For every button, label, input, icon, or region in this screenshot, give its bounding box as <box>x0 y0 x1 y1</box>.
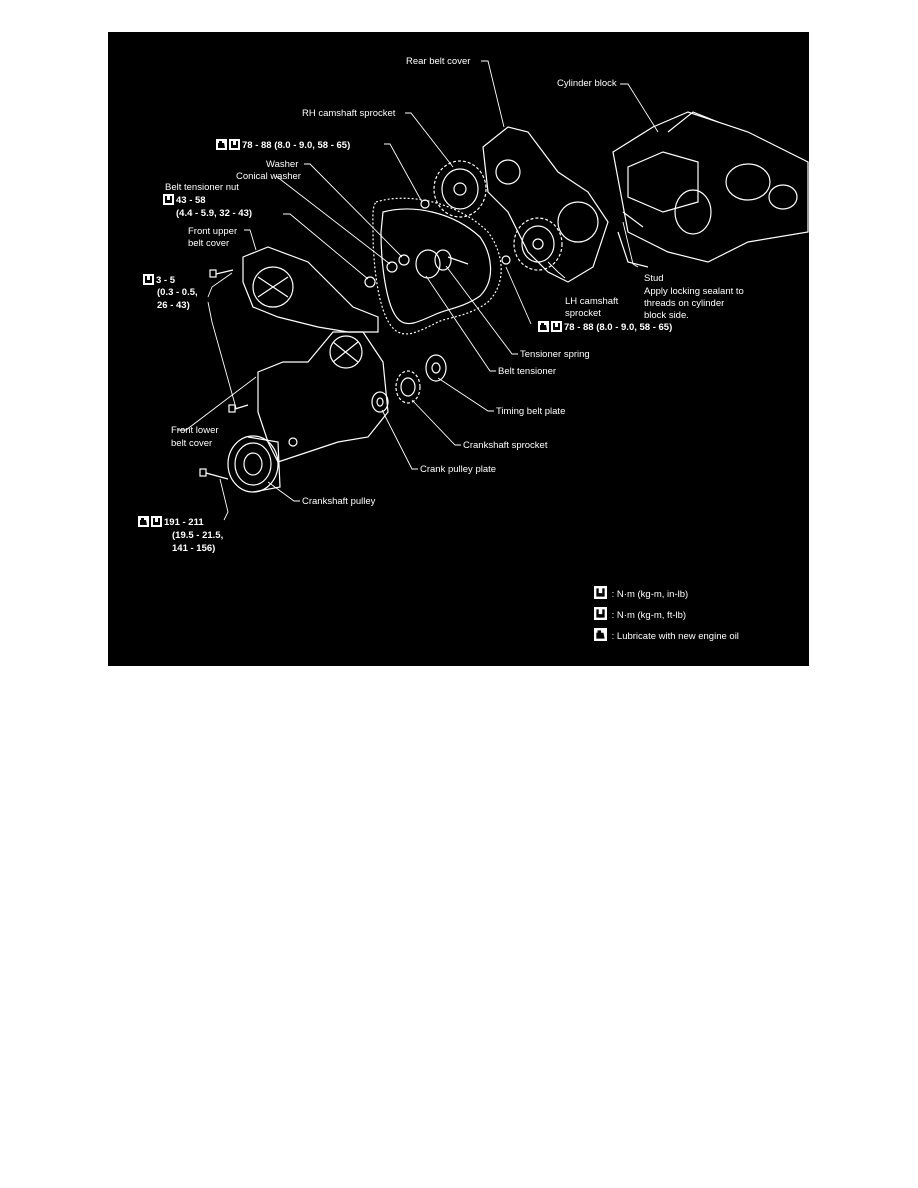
oil-can-icon <box>216 139 227 150</box>
label-crankshaft-pulley: Crankshaft pulley <box>302 496 376 507</box>
label-torque-tensioner: 43 - 58 <box>163 194 206 206</box>
leader-lh-camshaft-sprocket <box>547 261 566 279</box>
leader-cylinder-block <box>620 83 659 133</box>
leader-timing-belt-plate <box>437 377 494 412</box>
rear-belt-cover-drawing <box>482 126 609 283</box>
label-conical-washer: Conical washer <box>236 171 301 182</box>
label-rear-belt-cover: Rear belt cover <box>406 56 471 67</box>
leader-rear-belt-cover <box>481 60 505 128</box>
leader-front-upper-belt-cover <box>244 229 257 251</box>
torque-wrench-ft-lb-icon <box>163 194 174 205</box>
lh-camshaft-sprocket-drawing <box>513 217 563 271</box>
leader-crankshaft-sprocket <box>411 399 461 446</box>
text-torque-pulley-1: 191 - 211 <box>164 517 204 528</box>
label-belt-tensioner: Belt tensioner <box>498 366 557 377</box>
leader-rh-camshaft-sprocket <box>405 112 454 168</box>
label-stud: Stud <box>644 273 664 284</box>
rh-cam-bolt-drawing <box>420 199 430 209</box>
leader-crank-pulley-plate <box>381 409 418 470</box>
label-stud-note-3: block side. <box>644 310 689 321</box>
legend-row-in-lb: : N·m (kg-m, in-lb) <box>594 586 688 601</box>
oil-can-icon <box>138 516 149 527</box>
leader-conical-washer <box>275 175 391 265</box>
leader-belt-tensioner <box>425 275 496 372</box>
label-front-upper-belt-cover-2: belt cover <box>188 238 230 249</box>
timing-belt-plate-drawing <box>425 354 447 382</box>
leader-torque-cover-bolt-upper <box>207 272 233 298</box>
crank-pulley-plate-drawing <box>371 391 389 413</box>
torque-wrench-in-lb-icon <box>143 274 154 285</box>
crankshaft-pulley-drawing <box>227 435 281 493</box>
label-timing-belt-plate: Timing belt plate <box>496 406 566 417</box>
leader-torque-pulley <box>219 478 229 521</box>
leader-front-lower-belt-cover <box>178 376 257 431</box>
leader-torque-lh-cam <box>505 266 532 325</box>
torque-wrench-ft-lb-icon <box>229 139 240 150</box>
text-torque-cover-2: (0.3 - 0.5, <box>157 287 198 298</box>
legend-row-ft-lb: : N·m (kg-m, ft-lb) <box>594 607 686 622</box>
label-torque-pulley: 191 - 211 <box>138 516 204 528</box>
text-torque-pulley-2: (19.5 - 21.5, <box>172 530 224 541</box>
front-lower-belt-cover-drawing <box>257 331 389 463</box>
leader-torque-cover-bolt-lower <box>207 301 237 409</box>
timing-belt-exploded-diagram: Rear belt cover Cylinder block RH camsha… <box>108 32 809 666</box>
label-tensioner-spring: Tensioner spring <box>520 349 590 360</box>
leader-crankshaft-pulley <box>267 481 300 502</box>
leader-torque-rh-cam <box>384 143 423 203</box>
label-lh-camshaft-sprocket-1: LH camshaft <box>565 296 619 307</box>
label-washer: Washer <box>266 159 299 170</box>
text-torque-cover-3: 26 - 43) <box>157 300 190 311</box>
label-crank-pulley-plate: Crank pulley plate <box>420 464 497 475</box>
leader-stud <box>622 221 639 268</box>
label-cylinder-block: Cylinder block <box>557 78 617 89</box>
text-torque-rh-cam: 78 - 88 (8.0 - 9.0, 58 - 65) <box>242 140 351 151</box>
label-belt-tensioner-nut: Belt tensioner nut <box>165 182 239 193</box>
torque-wrench-ft-lb-icon <box>594 607 607 620</box>
text-torque-cover-1: 3 - 5 <box>156 275 176 286</box>
legend-text-in-lb: : N·m (kg-m, in-lb) <box>611 589 689 600</box>
stud-drawing <box>622 211 644 228</box>
label-stud-note-1: Apply locking sealant to <box>644 286 744 297</box>
label-front-lower-belt-cover-1: Front lower <box>171 425 219 436</box>
conical-washer-drawing <box>386 261 398 273</box>
oil-can-icon <box>594 628 607 641</box>
lh-cam-bolt-drawing <box>501 255 511 265</box>
label-front-upper-belt-cover-1: Front upper <box>188 226 238 237</box>
text-torque-tensioner-2: (4.4 - 5.9, 32 - 43) <box>176 208 253 219</box>
rh-camshaft-sprocket-drawing <box>433 160 487 218</box>
leader-tensioner-spring <box>445 265 518 355</box>
text-torque-pulley-3: 141 - 156) <box>172 543 216 554</box>
leader-washer <box>304 163 403 258</box>
label-torque-cover: 3 - 5 <box>143 274 175 286</box>
bolts-drawing <box>199 269 249 480</box>
label-stud-note-2: threads on cylinder <box>644 298 725 309</box>
washer-drawing <box>398 254 410 266</box>
label-front-lower-belt-cover-2: belt cover <box>171 438 213 449</box>
torque-wrench-in-lb-icon <box>594 586 607 599</box>
timing-belt-drawing <box>372 197 502 335</box>
text-torque-lh-cam: 78 - 88 (8.0 - 9.0, 58 - 65) <box>564 322 673 333</box>
oil-can-icon <box>538 321 549 332</box>
front-upper-belt-cover-drawing <box>242 246 379 333</box>
diagram-artwork <box>178 60 809 521</box>
label-torque-lh-cam: 78 - 88 (8.0 - 9.0, 58 - 65) <box>538 321 672 333</box>
torque-wrench-ft-lb-icon <box>151 516 162 527</box>
cylinder-block-drawing <box>612 111 809 268</box>
legend-text-ft-lb: : N·m (kg-m, ft-lb) <box>611 610 687 621</box>
leader-belt-tensioner-nut <box>283 213 369 280</box>
label-lh-camshaft-sprocket-2: sprocket <box>565 308 601 319</box>
crankshaft-sprocket-drawing <box>395 370 421 404</box>
label-torque-rh-cam: 78 - 88 (8.0 - 9.0, 58 - 65) <box>216 139 350 151</box>
tensioner-nut-drawing <box>364 276 376 288</box>
legend-text-oil: : Lubricate with new engine oil <box>611 631 739 642</box>
legend-row-oil: : Lubricate with new engine oil <box>594 628 739 643</box>
torque-wrench-ft-lb-icon <box>551 321 562 332</box>
text-torque-tensioner-1: 43 - 58 <box>176 195 206 206</box>
belt-tensioner-drawing <box>415 249 469 279</box>
label-crankshaft-sprocket: Crankshaft sprocket <box>463 440 548 451</box>
label-rh-camshaft-sprocket: RH camshaft sprocket <box>302 108 396 119</box>
